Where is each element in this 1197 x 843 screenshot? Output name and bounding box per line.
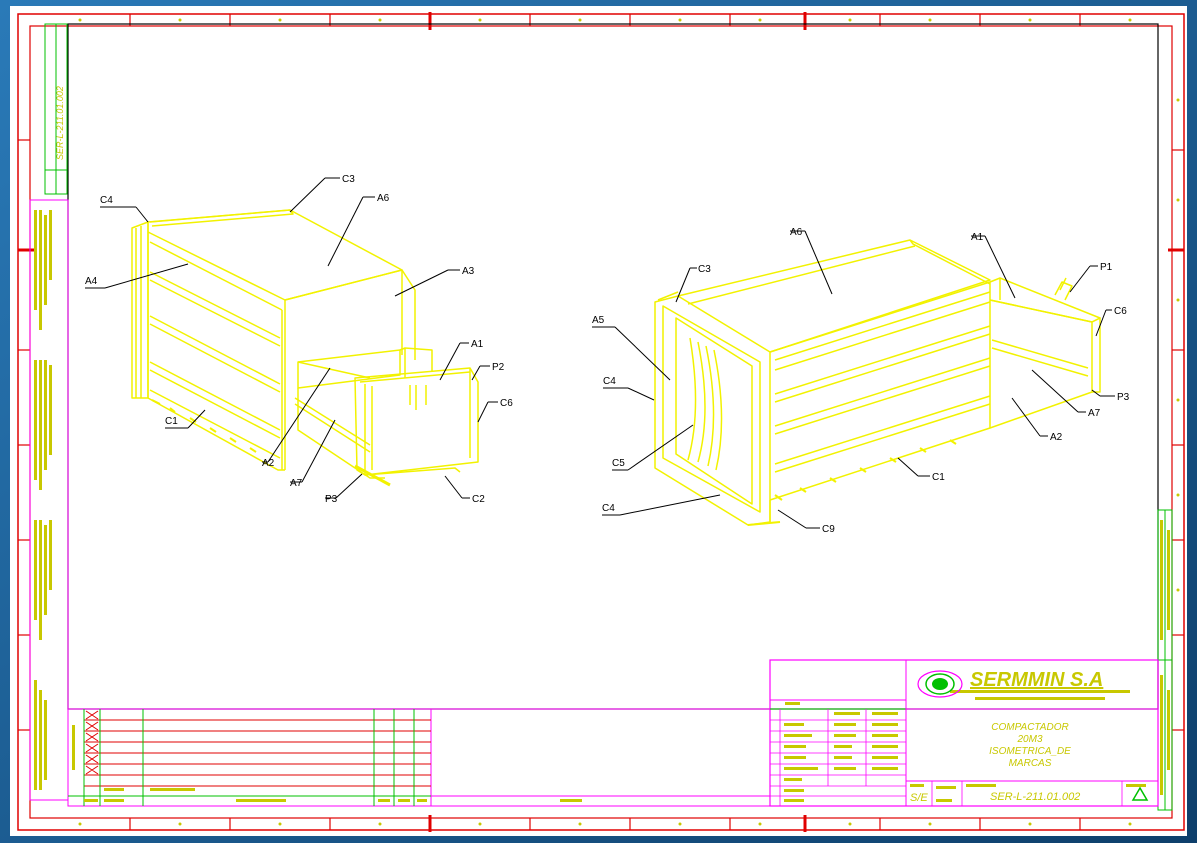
- title-line-4: MARCAS: [1009, 758, 1052, 769]
- left-strip: SER-L-211.01.002: [29, 23, 69, 801]
- callout-labels: C4 C3 A6 A4 A3 A1 P2 C6 C1 A2 A7 P3 C2 A…: [85, 174, 1130, 535]
- label-right-a5: A5: [592, 315, 605, 326]
- label-left-c1: C1: [165, 416, 178, 427]
- label-left-a3: A3: [462, 266, 475, 277]
- left-isometric-view: [131, 209, 479, 487]
- label-left-p3: P3: [325, 494, 338, 505]
- label-left-c6: C6: [500, 398, 513, 409]
- label-left-a4: A4: [85, 276, 98, 287]
- label-left-c2: C2: [472, 494, 485, 505]
- company-name: SERMMIN S.A: [970, 669, 1103, 691]
- side-drawing-number: SER-L-211.01.002: [55, 86, 65, 160]
- right-isometric-view: [654, 239, 1101, 526]
- label-left-a7: A7: [290, 478, 303, 489]
- label-right-c1: C1: [932, 472, 945, 483]
- label-right-a2: A2: [1050, 432, 1063, 443]
- label-right-c4b: C4: [602, 503, 615, 514]
- label-left-c4: C4: [100, 195, 113, 206]
- label-right-a7: A7: [1088, 408, 1101, 419]
- revision-triangle-icon: [1131, 786, 1149, 801]
- drawing-number: SER-L-211.01.002: [990, 791, 1080, 803]
- company-logo-icon: [917, 670, 963, 698]
- scale-value: S/E: [910, 792, 928, 804]
- label-right-a6: A6: [790, 227, 803, 238]
- label-left-a6: A6: [377, 193, 390, 204]
- label-left-a1: A1: [471, 339, 484, 350]
- title-line-2: 20M3: [1016, 734, 1042, 745]
- title-line-1: COMPACTADOR: [991, 722, 1068, 733]
- zone-markers: [78, 18, 1180, 826]
- label-right-c6: C6: [1114, 306, 1127, 317]
- outer-border: [17, 13, 1185, 831]
- label-right-c3: C3: [698, 264, 711, 275]
- label-left-c3: C3: [342, 174, 355, 185]
- right-strip: [1157, 509, 1173, 811]
- leader-lines: [85, 177, 1115, 529]
- label-left-p2: P2: [492, 362, 505, 373]
- title-block: SERMMIN S.A COMPACTADOR 20M3 ISOMETRICA_…: [769, 659, 1159, 807]
- label-left-a2: A2: [262, 458, 275, 469]
- label-right-a1: A1: [971, 232, 984, 243]
- label-right-c5: C5: [612, 458, 625, 469]
- label-right-c9: C9: [822, 524, 835, 535]
- label-right-c4a: C4: [603, 376, 616, 387]
- title-line-3: ISOMETRICA_DE: [989, 746, 1071, 757]
- label-right-p3: P3: [1117, 392, 1130, 403]
- label-right-p1: P1: [1100, 262, 1113, 273]
